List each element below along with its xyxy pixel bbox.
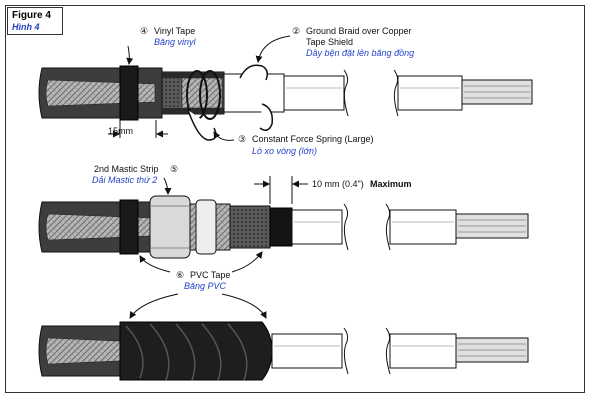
constant-force-spring	[186, 64, 274, 141]
ground-braid-label: Ground Braid over Copper	[306, 26, 412, 36]
dimension-10mm-qualifier: Maximum	[370, 179, 412, 189]
cable-2	[38, 176, 529, 259]
figure-title: Figure 4	[12, 10, 51, 21]
ground-braid-number: ②	[292, 26, 301, 36]
spring-label: Constant Force Spring (Large)	[252, 134, 374, 144]
vinyl-tape-label: Vinyl Tape	[154, 26, 196, 36]
pvc-tape-label: PVC Tape	[190, 270, 231, 280]
figure-label-box: Figure 4 Hình 4	[7, 7, 63, 35]
cable-3	[38, 321, 529, 381]
vinyl-tape-label-vi: Băng vinyl	[154, 37, 196, 47]
spring-number: ③	[238, 134, 247, 144]
dimension-15mm: 15mm	[108, 126, 134, 136]
mastic-label: 2nd Mastic Strip	[94, 164, 159, 174]
dimension-10mm: 10 mm (0.4")	[312, 179, 364, 189]
mastic-number: ⑤	[170, 164, 179, 174]
ground-braid-label-vi: Dây bện đặt lên băng đồng	[306, 48, 415, 58]
pvc-tape-number: ⑥	[176, 270, 185, 280]
mastic-label-vi: Dải Mastic thứ 2	[92, 175, 158, 185]
figure-frame	[5, 5, 585, 393]
vinyl-tape-number: ④	[140, 26, 149, 36]
spring-label-vi: Lò xo vòng (lớn)	[252, 146, 317, 156]
figure-subtitle: Hình 4	[12, 22, 40, 32]
pvc-tape-label-vi: Băng PVC	[184, 281, 227, 291]
ground-braid-label-2: Tape Shield	[306, 37, 354, 47]
cable-1	[38, 64, 533, 141]
